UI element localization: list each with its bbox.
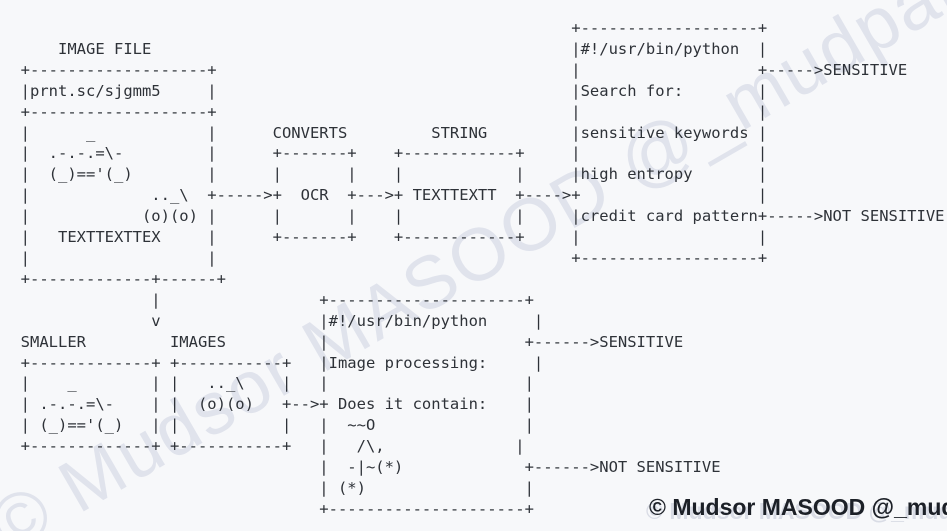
diagram-text: +-------------------+ IMAGE FILE |#!/usr… bbox=[20, 19, 945, 518]
credit-line: © Mudsor MASOOD @_mudpak bbox=[649, 494, 947, 520]
